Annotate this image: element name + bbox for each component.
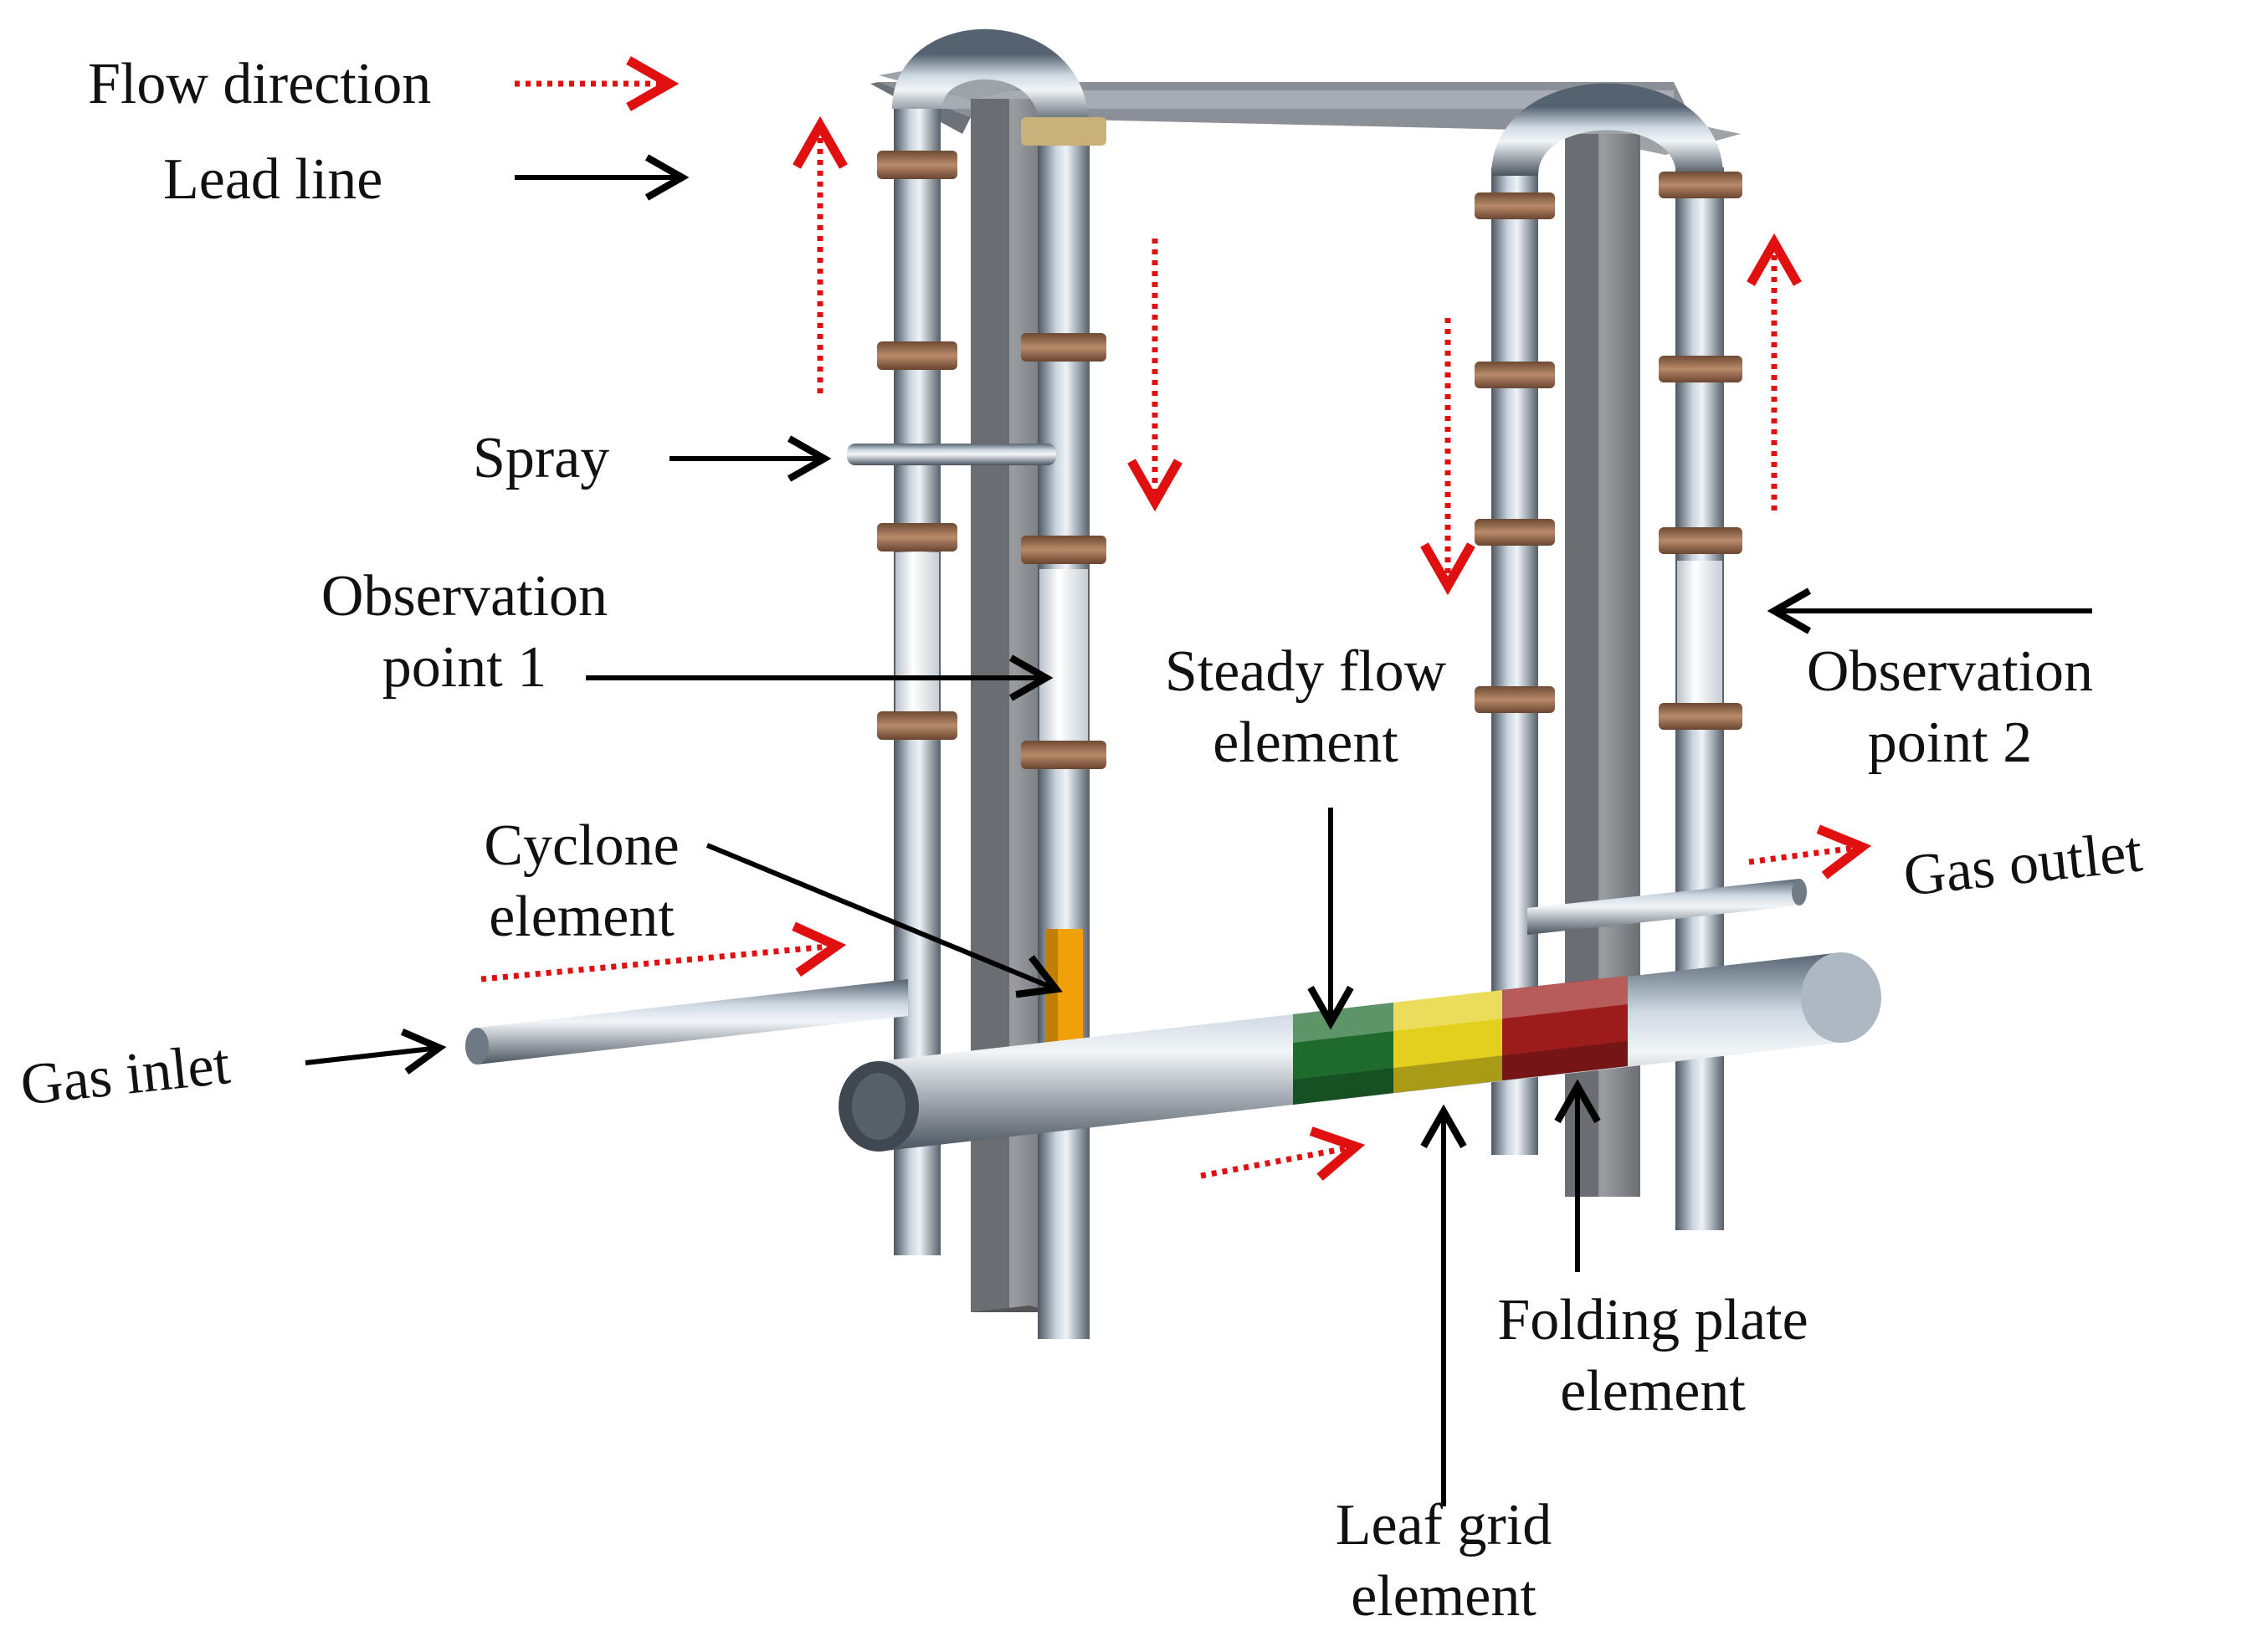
- folding-plate-segment: [1502, 976, 1628, 1080]
- main-separator-pipe: [839, 952, 1881, 1152]
- cyclone-lead-line: [705, 843, 1063, 998]
- flow-arrows: [480, 56, 1872, 1181]
- spray-label: Spray: [473, 426, 610, 490]
- legend-flow-direction-label: Flow direction: [88, 52, 432, 116]
- observation-point-1-label: Observation point 1: [321, 564, 608, 700]
- flow-arrow-inlet: [480, 921, 847, 982]
- gas-outlet-pipe: [1527, 879, 1807, 935]
- leaf-grid-element-label: Leaf grid element: [1335, 1493, 1552, 1629]
- gas-inlet-lead-line: [305, 1028, 447, 1075]
- observation-point-2-label: Observation point 2: [1806, 639, 2094, 776]
- lead-lines: [305, 154, 2092, 1506]
- cyclone-element-label: Cyclone element: [484, 813, 680, 950]
- gas-inlet-pipe: [465, 979, 908, 1065]
- flow-arrow-outlet: [1748, 824, 1872, 880]
- spray-nozzle: [847, 444, 1056, 465]
- leaf-grid-segment: [1393, 990, 1502, 1093]
- right-tower-clamps: [1475, 172, 1742, 730]
- folding-plate-element-label: Folding plate element: [1497, 1288, 1808, 1424]
- steady-flow-element-label: Steady flow element: [1164, 639, 1447, 776]
- left-tower-clamps: [877, 117, 1106, 769]
- legend-lead-line-label: Lead line: [163, 147, 383, 212]
- flow-arrow-main: [1200, 1126, 1366, 1181]
